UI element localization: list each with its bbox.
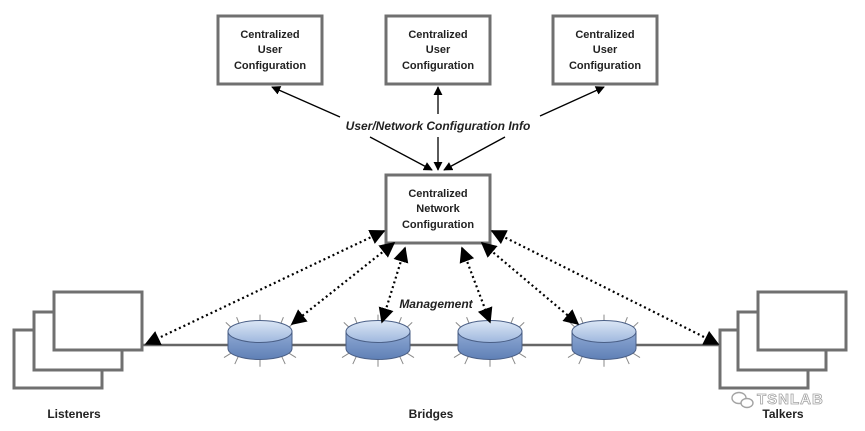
user-config-3-line1: Centralized xyxy=(575,29,634,41)
user-config-3-line3: Configuration xyxy=(569,60,641,72)
user-config-1-line1: Centralized xyxy=(240,29,299,41)
network-config-line3: Configuration xyxy=(402,219,474,231)
mgmt-arrow-talkers xyxy=(490,230,720,345)
bridge-port-line xyxy=(223,352,232,359)
bridge-port-line xyxy=(406,352,415,359)
network-config-box: Centralized Network Configuration xyxy=(384,173,492,245)
bridge-4 xyxy=(567,314,641,367)
talkers-devices xyxy=(718,290,848,390)
mgmt-arrow-bridge-4 xyxy=(480,242,580,325)
wechat-icon xyxy=(731,391,754,409)
bridge-port-line xyxy=(518,352,527,359)
arrow-right-upper xyxy=(539,86,605,117)
network-config-line1: Centralized xyxy=(408,188,467,200)
bridges-label: Bridges xyxy=(409,407,454,421)
management-label: Management xyxy=(399,297,473,311)
user-config-box-3: Centralized User Configuration xyxy=(551,14,659,86)
bridge-top xyxy=(345,320,411,343)
talkers-label: Talkers xyxy=(762,407,803,421)
bridge-3 xyxy=(453,314,527,367)
bridge-1 xyxy=(223,314,297,367)
user-config-2-line1: Centralized xyxy=(408,29,467,41)
bridge-port-line xyxy=(288,352,297,359)
bridge-top xyxy=(571,320,637,343)
user-config-2-line3: Configuration xyxy=(402,60,474,72)
arrow-right-lower xyxy=(443,136,506,171)
bridge-top xyxy=(227,320,293,343)
watermark: TSNLAB xyxy=(731,391,824,409)
management-arrows xyxy=(144,229,720,346)
bridge-port-line xyxy=(567,352,576,359)
user-config-1-line2: User xyxy=(258,44,283,56)
mgmt-arrow-bridge-1 xyxy=(290,242,396,325)
config-info-label: User/Network Configuration Info xyxy=(346,119,531,133)
mgmt-arrow-listeners xyxy=(144,229,386,346)
network-config-line2: Network xyxy=(416,203,460,215)
watermark-text: TSNLAB xyxy=(757,391,824,408)
arrow-left-upper xyxy=(271,86,341,118)
bridges-group xyxy=(223,314,641,367)
user-config-1-line3: Configuration xyxy=(234,60,306,72)
bridge-port-line xyxy=(632,352,641,359)
bridge-port-line xyxy=(453,352,462,359)
bridge-2 xyxy=(341,314,415,367)
config-info-arrows xyxy=(271,86,605,171)
user-config-2-line2: User xyxy=(426,44,451,56)
bridge-port-line xyxy=(341,352,350,359)
user-config-3-line2: User xyxy=(593,44,618,56)
bridge-top xyxy=(457,320,523,343)
listeners-label: Listeners xyxy=(47,407,101,421)
arrow-left-lower xyxy=(369,136,433,171)
user-config-box-1: Centralized User Configuration xyxy=(216,14,324,86)
listeners-devices xyxy=(12,290,144,390)
user-config-box-2: Centralized User Configuration xyxy=(384,14,492,86)
